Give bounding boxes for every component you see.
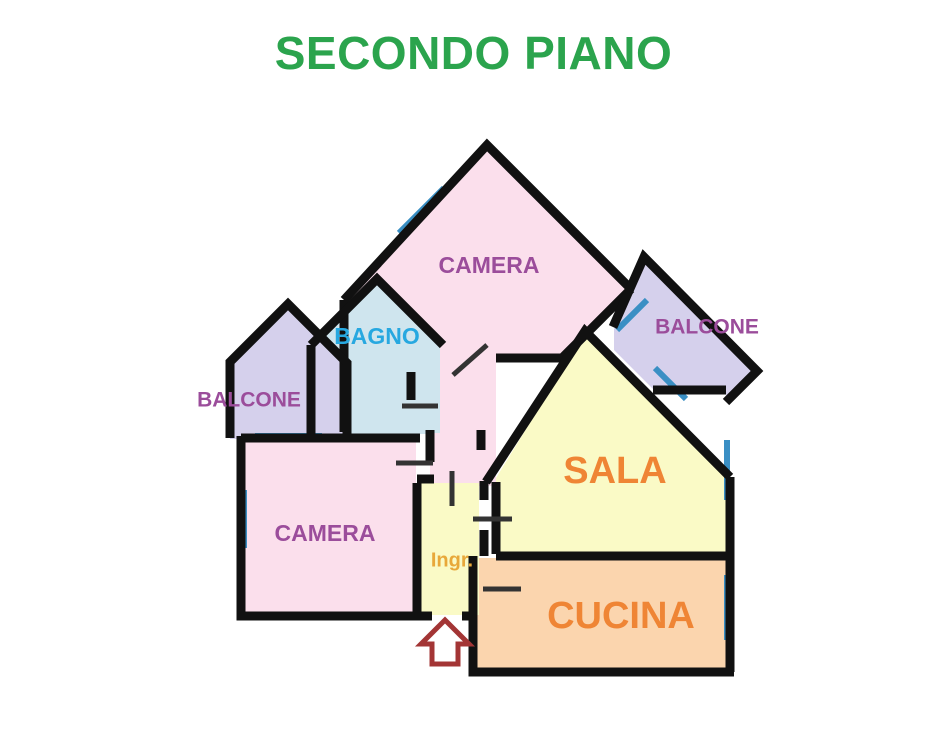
wall-cucina [468, 556, 734, 677]
room-label-camera-lower: CAMERA [275, 520, 376, 546]
room-label-balcone-right: BALCONE [655, 316, 759, 339]
room-label-ingresso: Ingr. [431, 549, 473, 571]
room-shape-cucina [474, 558, 730, 668]
wall-group [225, 138, 764, 677]
door-mark-camera-upper [451, 343, 489, 377]
room-label-cucina: CUCINA [547, 595, 695, 637]
wall-sala-roof [482, 323, 734, 485]
room-shape-sala [496, 333, 730, 554]
door-mark-group [396, 343, 521, 592]
wall-camera-lower [236, 436, 420, 621]
entrance-arrow-icon [414, 616, 476, 667]
wall-camera-upper-nw [340, 138, 635, 304]
wall-balcone-left [225, 297, 352, 438]
room-label-camera-upper: CAMERA [439, 252, 540, 278]
room-label-balcone-left: BALCONE [197, 389, 301, 412]
room-shape-ingresso-neck [430, 433, 482, 483]
room-shape-balcone-right [614, 258, 757, 402]
page-title: SECONDO PIANO [274, 27, 673, 79]
wall-balcone-right [608, 249, 764, 406]
wall-bagno-roof [307, 272, 447, 349]
room-shape-camera-lower [241, 437, 416, 615]
room-label-bagno: BAGNO [334, 323, 420, 349]
room-label-sala: SALA [563, 450, 666, 492]
window-balcone-right-nw [614, 297, 650, 333]
